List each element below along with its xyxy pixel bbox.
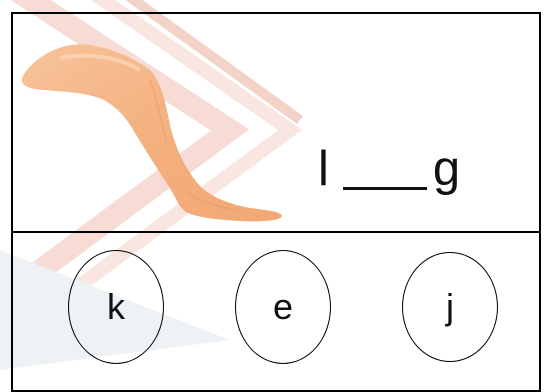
choice-button-k[interactable]: k — [68, 250, 164, 364]
word-prefix: l — [318, 142, 329, 196]
word-puzzle: l g — [318, 134, 460, 194]
choice-label: k — [107, 286, 125, 327]
word-suffix: g — [432, 142, 461, 196]
missing-letter-blank[interactable] — [342, 145, 427, 190]
card-divider — [11, 231, 541, 233]
leg-icon — [21, 44, 282, 222]
choice-button-e[interactable]: e — [235, 250, 331, 364]
choice-button-j[interactable]: j — [402, 252, 498, 362]
choice-label: j — [446, 286, 454, 327]
choice-label: e — [272, 286, 294, 327]
